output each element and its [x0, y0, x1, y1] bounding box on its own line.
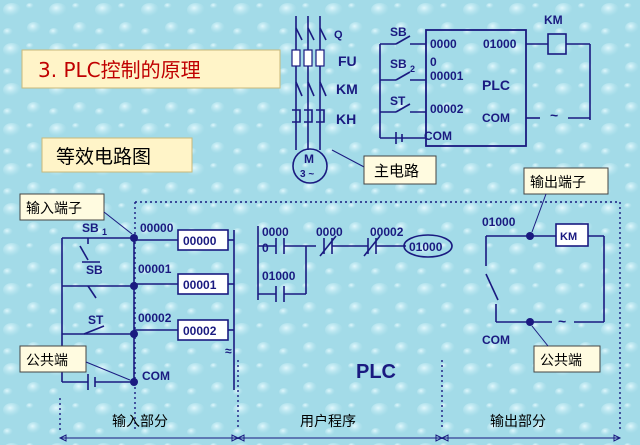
input-section: SB 1 SB ST COM 00000 00001 00002 00000 0… [61, 221, 235, 390]
section-output: 输出部分 [490, 414, 546, 430]
equiv-title-box: 等效电路图 [41, 137, 193, 173]
top-ac: ~ [550, 107, 558, 123]
eq-sb1-sub: 1 [102, 227, 107, 237]
callout-input-terminal-text: 输入端子 [26, 201, 82, 217]
eq-in-label-2: 00002 [138, 311, 172, 325]
top-in0b: 0 [430, 55, 437, 69]
callout-common-left-text: 公共端 [26, 353, 68, 369]
eq-com-out: COM [482, 333, 510, 347]
eq-sb1-label: SB [82, 221, 99, 235]
page-title: 3. PLC控制的原理 [38, 58, 201, 82]
motor-phase: 3 ~ [300, 169, 314, 180]
eq-ac: ~ [558, 313, 566, 329]
callout-common-left: 公共端 [19, 345, 131, 381]
title-box: 3. PLC控制的原理 [21, 49, 281, 89]
eq-tilde: ≈ [225, 344, 232, 358]
top-in2: 00002 [430, 102, 464, 116]
fu-label: FU [338, 53, 357, 69]
kh-label: KH [336, 111, 356, 127]
km-pole-label: KM [336, 81, 358, 97]
callout-common-right-text: 公共端 [540, 353, 582, 369]
output-section: 01000 KM ~ COM [482, 215, 605, 347]
equiv-title: 等效电路图 [56, 146, 151, 168]
callout-output-terminal-text: 输出端子 [530, 175, 586, 191]
eq-out-terminal: 01000 [482, 215, 516, 229]
eq-in-label-0: 00000 [140, 221, 174, 235]
top-out: 01000 [483, 37, 517, 51]
callout-output-terminal: 输出端子 [523, 167, 609, 233]
ladder-coil: 01000 [409, 240, 443, 254]
callout-input-terminal: 输入端子 [19, 193, 133, 235]
motor-m: M [304, 152, 314, 166]
top-st-label: ST [390, 94, 406, 108]
ladder-c4: 01000 [262, 269, 296, 283]
eq-com-label: COM [142, 369, 170, 383]
top-in1: 00001 [430, 69, 464, 83]
q-label: Q [334, 29, 343, 41]
top-com-out: COM [482, 111, 510, 125]
ladder-c1: 0000 [262, 225, 289, 239]
plc-label: PLC [356, 361, 396, 383]
main-circuit-callout: 主电路 [363, 155, 437, 185]
section-input: 输入部分 [112, 414, 168, 430]
eq-in-box-0: 00000 [183, 234, 217, 248]
ladder-c2: 0000 [316, 225, 343, 239]
ladder-program: 0000 0 0000 00002 01000 01000 [257, 225, 453, 302]
eq-sb-label: SB [86, 263, 103, 277]
section-labels: 输入部分 用户程序 输出部分 [58, 413, 622, 442]
top-sb2-label: SB [390, 57, 407, 71]
top-plc-wiring: SB SB 2 ST 0000 0 00001 00002 COM 01000 … [379, 13, 591, 147]
top-in0: 0000 [430, 37, 457, 51]
eq-km-label: KM [560, 231, 577, 243]
plc-boundary [59, 201, 621, 430]
main-circuit: Q FU KM KH M 3 ~ [291, 16, 367, 184]
top-sb1-label: SB [390, 25, 407, 39]
top-plc-label: PLC [482, 77, 510, 93]
ladder-c1b: 0 [262, 241, 269, 255]
eq-in-box-1: 00001 [183, 278, 217, 292]
eq-st-label: ST [88, 313, 104, 327]
top-km-label: KM [544, 13, 563, 27]
main-circuit-label: 主电路 [374, 162, 419, 180]
callout-common-right: 公共端 [531, 325, 601, 373]
section-user-program: 用户程序 [300, 413, 356, 430]
eq-in-label-1: 00001 [138, 262, 172, 276]
top-sb2-sub: 2 [410, 64, 415, 74]
eq-in-box-2: 00002 [183, 324, 217, 338]
ladder-c3: 00002 [370, 225, 404, 239]
top-com-in: COM [424, 129, 452, 143]
